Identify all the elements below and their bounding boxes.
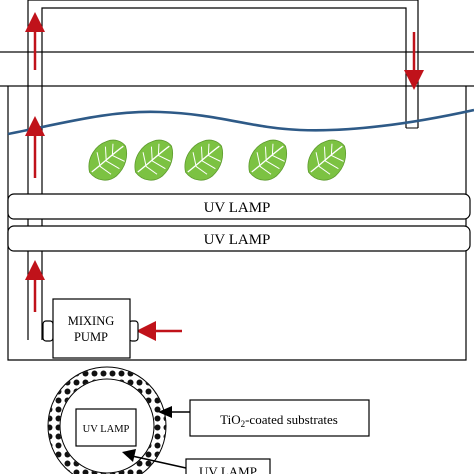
leaf-icon — [248, 139, 288, 181]
uv-lamp-lower — [7, 225, 471, 252]
reactor-tank — [7, 86, 467, 361]
leaf-group — [88, 139, 347, 181]
leaf-icon — [307, 139, 347, 181]
mixing-pump-label-line1: MIXING — [68, 314, 115, 328]
return-pipe-outer — [27, 0, 419, 340]
uv-lamp-upper-label: UV LAMP — [204, 200, 271, 216]
substrate-pointer-head — [158, 406, 172, 418]
lamp-pointer-head — [122, 449, 136, 462]
ring-outer-edge — [47, 366, 167, 474]
return-pipe-inner — [41, 7, 407, 340]
water-surface — [7, 108, 474, 136]
uv-lamp-lower-label: UV LAMP — [204, 232, 271, 248]
cross-section-lamp-label: UV LAMP — [83, 424, 130, 435]
ring-inner-edge — [59, 378, 155, 474]
mixing-pump-label-line2: PUMP — [74, 330, 108, 344]
substrate-ring — [48, 367, 166, 474]
mixing-pump — [52, 298, 131, 359]
lamp-callout — [185, 458, 271, 474]
reactor-lid — [0, 51, 474, 87]
leaf-icon — [88, 139, 128, 181]
leaf-icon — [134, 139, 174, 181]
uv-lamp-upper — [7, 193, 471, 220]
substrate-callout-label: TiO2-coated substrates — [220, 412, 338, 429]
lamp-callout-label: UV LAMP — [199, 464, 257, 474]
lamp-pointer — [131, 455, 187, 469]
pump-inlet-fitting — [42, 320, 54, 342]
substrate-callout — [189, 399, 370, 437]
leaf-icon — [184, 139, 224, 181]
cross-section-lamp — [75, 408, 137, 447]
